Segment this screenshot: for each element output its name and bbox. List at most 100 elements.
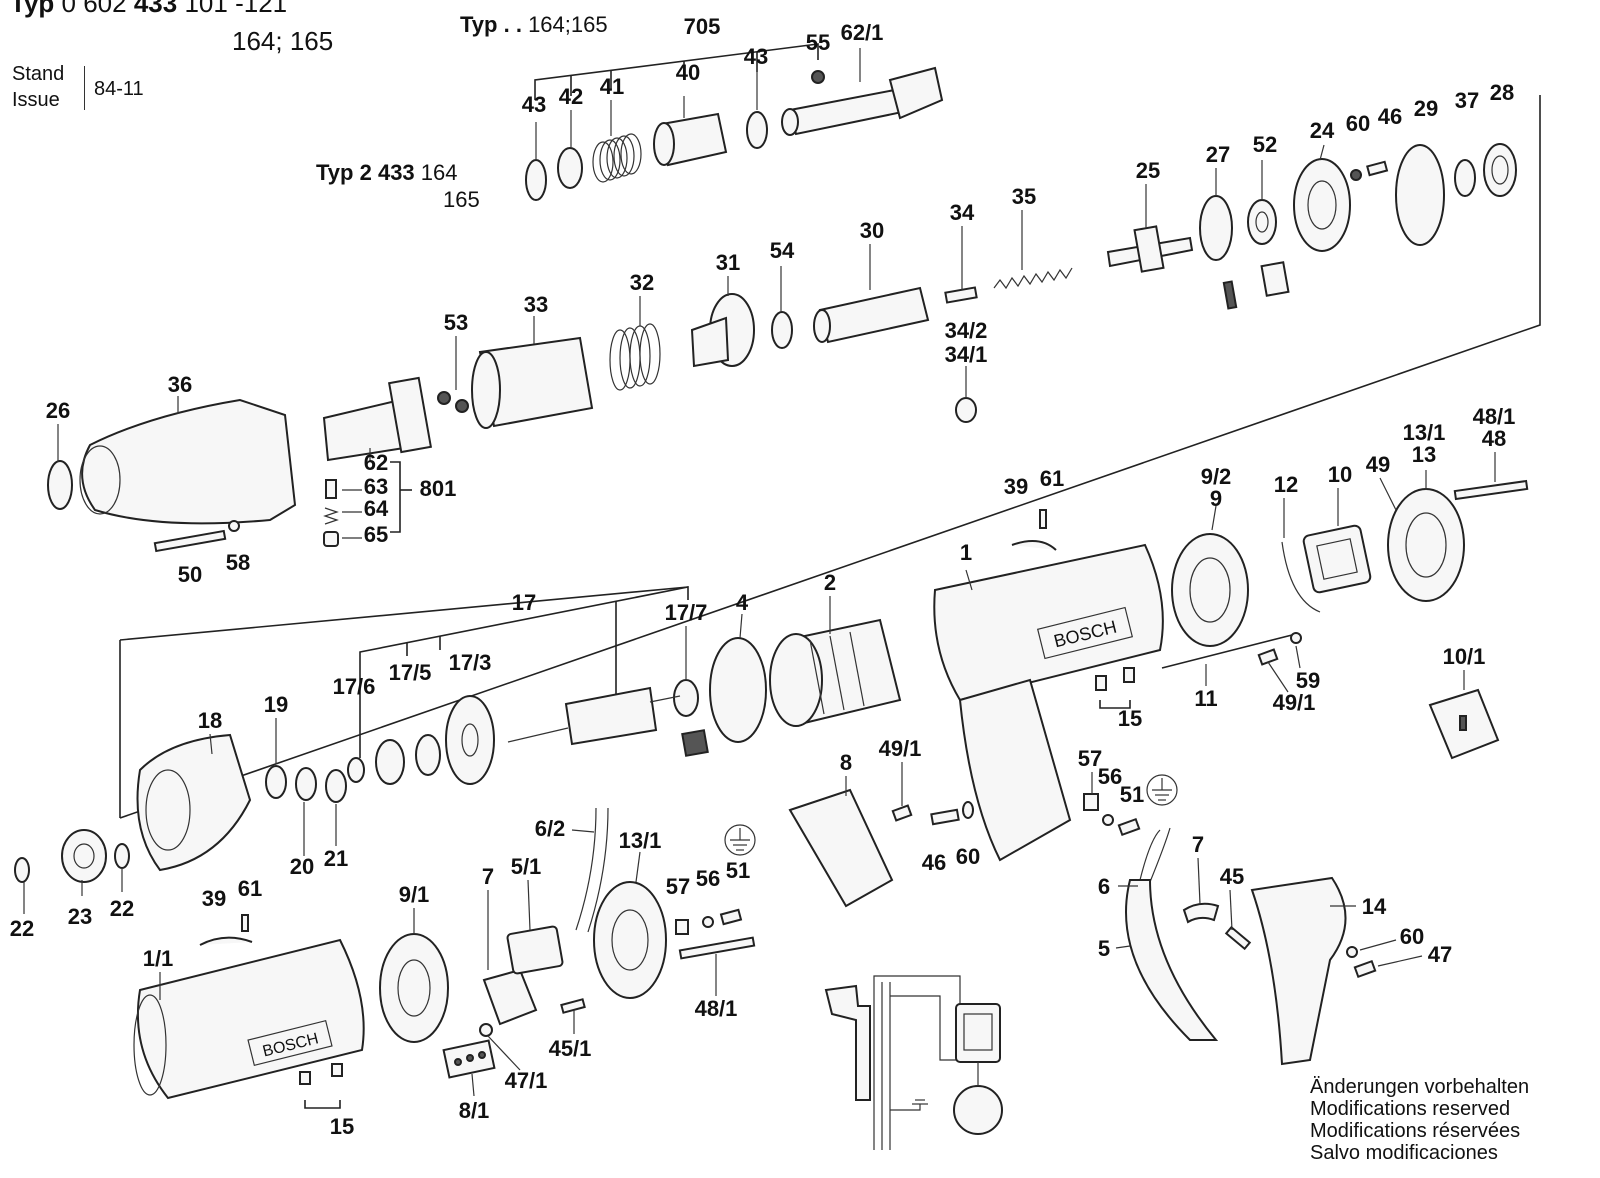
- part-45-1-screw: [560, 998, 586, 1014]
- part-56b-washer: [702, 916, 714, 928]
- part-48-1b-screw: [678, 936, 756, 960]
- part-21-ring: [325, 769, 347, 803]
- label-22a: 22: [10, 916, 34, 941]
- part-40-sleeve: [653, 112, 728, 167]
- label-51b: 51: [726, 858, 750, 883]
- part-51a-screw: [1117, 817, 1141, 837]
- label-4: 4: [736, 590, 749, 615]
- label-62: 62: [364, 450, 388, 475]
- label-62-1: 62/1: [841, 20, 884, 45]
- label-13-1b: 13/1: [619, 828, 662, 853]
- part-6-2-cable-a: [575, 807, 597, 931]
- part-59-washer: [1290, 632, 1302, 644]
- part-64-spring: [323, 507, 339, 525]
- part-17-4-washer: [415, 734, 441, 776]
- part-36-gear-housing: [79, 398, 297, 525]
- part-53-ball-a: [437, 391, 451, 405]
- label-34: 34: [950, 200, 975, 225]
- label-33: 33: [524, 292, 548, 317]
- part-47-1-nut: [479, 1023, 493, 1037]
- part-39b-clip: [199, 936, 253, 946]
- label-46a: 46: [1378, 104, 1402, 129]
- part-29-o-ring: [1395, 144, 1445, 246]
- label-60c: 60: [1400, 924, 1424, 949]
- label-56b: 56: [696, 866, 720, 891]
- part-62-spindle: [322, 376, 433, 462]
- label-23: 23: [68, 904, 92, 929]
- type-prefix: Typ: [10, 0, 55, 18]
- part-8-1-terminal-block: [442, 1039, 496, 1079]
- part-17-armature: [507, 686, 681, 746]
- part-49-1b-screw: [891, 804, 913, 822]
- typ-group2-v2: 165: [443, 187, 480, 212]
- part-13-1-end-cover: [593, 881, 667, 999]
- part-30-cam-shaft: [813, 286, 930, 344]
- label-51a: 51: [1120, 782, 1144, 807]
- part-45-screw: [1224, 925, 1252, 951]
- part-46-screw: [1366, 160, 1389, 177]
- label-56a: 56: [1098, 764, 1122, 789]
- label-45: 45: [1220, 864, 1244, 889]
- part-49-1-screw: [1257, 648, 1279, 666]
- label-64: 64: [364, 496, 389, 521]
- part-55-ball: [811, 70, 825, 84]
- type-header: Typ 0 602 433 101 -121: [10, 0, 287, 19]
- part-46b-screw: [930, 808, 960, 826]
- issue-label: Issue: [12, 89, 60, 111]
- part-17-7-insert: [681, 729, 709, 757]
- stand-value: 84-11: [94, 78, 144, 100]
- part-17-7-bearing: [673, 679, 699, 717]
- wiring-schematic: [824, 975, 1003, 1150]
- part-35-spring: [993, 267, 1073, 290]
- part-32-spring: [609, 323, 661, 391]
- label-10: 10: [1328, 462, 1352, 487]
- stand-bracket: [84, 66, 85, 110]
- label-63: 63: [364, 474, 388, 499]
- part-48-screw: [1453, 479, 1529, 501]
- type-line2: 164; 165: [232, 26, 334, 56]
- part-43-retaining-ring: [525, 159, 547, 201]
- part-54-ring: [771, 311, 793, 349]
- label-48-1b: 48/1: [695, 996, 738, 1021]
- part-56a-washer: [1102, 814, 1114, 826]
- label-52: 52: [1253, 132, 1277, 157]
- part-15b-screw-b: [331, 1063, 343, 1077]
- label-14: 14: [1362, 894, 1387, 919]
- label-61a: 61: [1040, 466, 1064, 491]
- modification-notes: Änderungen vorbehalten Modifications res…: [1310, 1076, 1529, 1164]
- part-17-3-fan: [445, 695, 495, 785]
- label-35: 35: [1012, 184, 1036, 209]
- part-53-ball-b: [455, 399, 469, 413]
- part-17-6-bushing: [347, 757, 365, 783]
- label-9-2: 9/2: [1201, 464, 1232, 489]
- part-22-washer-b: [114, 843, 130, 869]
- label-25: 25: [1136, 158, 1160, 183]
- label-6-2: 6/2: [535, 816, 566, 841]
- label-8-1: 8/1: [459, 1098, 490, 1123]
- part-14-handle: [1250, 876, 1347, 1066]
- part-57a-clip: [1083, 793, 1099, 811]
- label-17: 17: [512, 590, 536, 615]
- label-17-3: 17/3: [449, 650, 492, 675]
- label-1: 1: [960, 540, 972, 565]
- part-7b-clamp: [1182, 902, 1220, 924]
- leader-lines: [23, 48, 1496, 1097]
- part-17-5-bearing: [375, 739, 405, 785]
- part-18-bearing-housing: [136, 733, 252, 872]
- part-5-cable-guard: [1125, 879, 1219, 1041]
- note-en: Modifications reserved: [1310, 1098, 1511, 1120]
- part-37-washer: [1454, 159, 1476, 197]
- label-43b: 43: [744, 44, 768, 69]
- assembly-frame-lines: [119, 95, 1541, 819]
- ground-symbol-b: [724, 824, 756, 856]
- label-48-1a: 48/1: [1473, 404, 1516, 429]
- part-7-cable-clamp: [482, 968, 538, 1026]
- stand-label: Stand: [12, 63, 65, 85]
- part-41-spring: [592, 133, 642, 183]
- label-9-1: 9/1: [399, 882, 430, 907]
- label-37: 37: [1455, 88, 1479, 113]
- label-49-1a: 49/1: [1273, 690, 1316, 715]
- part-58-washer: [228, 520, 240, 532]
- part-15b-screw-a: [299, 1071, 311, 1085]
- part-11-wire: [1161, 633, 1297, 669]
